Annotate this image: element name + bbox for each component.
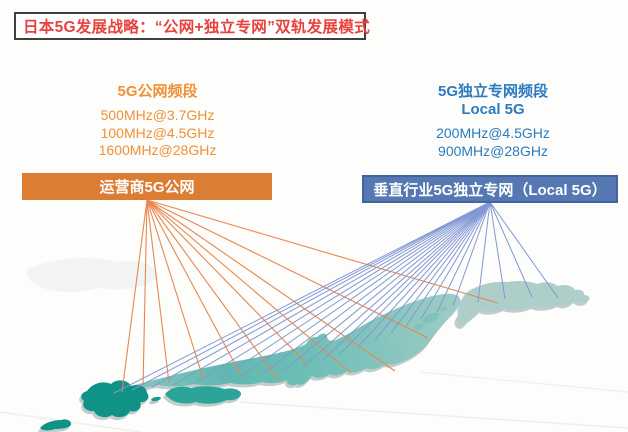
fan-line (436, 201, 491, 313)
fan-line (146, 199, 243, 378)
honshu-island (121, 293, 461, 390)
public-band-list: 500MHz@3.7GHz 100MHz@4.5GHz 1600MHz@28GH… (55, 107, 260, 160)
band-line: 500MHz@3.7GHz (100, 107, 215, 123)
shikoku-island (165, 386, 241, 404)
fan-line (405, 201, 491, 327)
fan-line (142, 199, 148, 388)
band-line: 200MHz@4.5GHz (436, 125, 550, 141)
fan-line (146, 199, 429, 339)
private-network-banner: 垂直行业5G独立专网（Local 5G） (362, 175, 618, 203)
background-landmass-ghost (26, 258, 159, 292)
fan-line (194, 201, 491, 384)
fan-line (321, 201, 491, 362)
fan-line (146, 199, 309, 366)
fan-line (146, 199, 205, 382)
private-panel-heading: 5G独立专网频段 (437, 83, 548, 100)
private-band-list: 200MHz@4.5GHz 900MHz@28GHz (388, 125, 598, 160)
private-fan (113, 201, 559, 394)
private-panel-subheading: Local 5G (461, 101, 525, 118)
fan-line (131, 201, 491, 391)
fan-line (374, 201, 491, 341)
fan-line (357, 201, 491, 348)
fan-line (302, 201, 491, 368)
fan-line (390, 201, 491, 334)
private-band-panel: 5G独立专网频段 Local 5G 200MHz@4.5GHz 900MHz@2… (388, 83, 598, 160)
public-network-banner: 运营商5G公网 (22, 173, 272, 200)
fan-line (146, 199, 499, 304)
fan-line (113, 201, 491, 394)
sado-island (422, 312, 440, 324)
strait-island (151, 396, 161, 402)
band-line: 100MHz@4.5GHz (100, 124, 215, 141)
ocean-streak (419, 371, 628, 393)
fan-line (282, 201, 491, 372)
kyushu-island (81, 380, 149, 418)
fan-line (261, 201, 491, 375)
fan-line (146, 199, 170, 384)
ocean-streak (239, 401, 628, 429)
fan-line (489, 201, 506, 300)
fan-line (489, 201, 533, 298)
coverage-fan-lines (113, 199, 559, 394)
fan-line (146, 199, 280, 382)
slide-title: 日本5G发展战略：“公网+独立专网”双轨发展模式 (14, 12, 370, 40)
fan-line (217, 201, 491, 381)
public-fan (121, 199, 499, 393)
fan-line (477, 201, 491, 303)
fan-line (151, 201, 491, 388)
public-band-panel: 5G公网频段 500MHz@3.7GHz 100MHz@4.5GHz 1600M… (55, 83, 260, 160)
fan-line (420, 201, 491, 320)
band-line: 900MHz@28GHz (438, 142, 548, 159)
fan-line (489, 201, 559, 299)
fan-line (452, 201, 491, 307)
fan-line (172, 201, 491, 386)
small-island (439, 306, 447, 312)
small-island (414, 323, 424, 331)
fan-line (146, 199, 396, 372)
fan-line (339, 201, 491, 355)
hokkaido-island (456, 280, 590, 326)
band-line: 1600MHz@28GHz (98, 142, 217, 158)
fan-line (239, 201, 491, 378)
southwest-island (40, 419, 72, 431)
fan-line (146, 199, 352, 374)
fan-line (121, 199, 148, 393)
public-panel-heading: 5G公网频段 (117, 83, 198, 100)
